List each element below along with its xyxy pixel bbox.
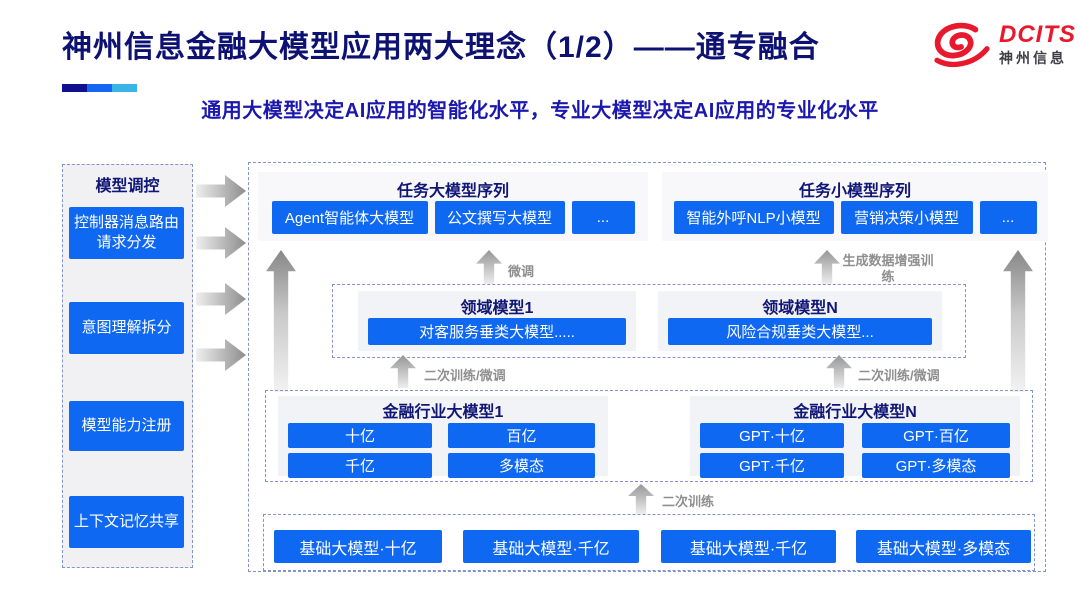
logo-brand-text: DCITS <box>999 21 1076 49</box>
domain-model-container <box>332 284 966 358</box>
model-control-title: 模型调控 <box>95 178 160 195</box>
control-item-capability-register: 模型能力注册 <box>69 401 184 451</box>
industry-model-container <box>265 390 1033 482</box>
control-item-intent-split: 意图理解拆分 <box>69 302 184 354</box>
model-multimodal: 多模态 <box>448 453 595 478</box>
control-item-message-routing: 控制器消息路由请求分发 <box>69 207 184 259</box>
model-customer-service-vertical: 对客服务垂类大模型..... <box>368 318 626 345</box>
domain-model-n-group: 领域模型N 风险合规垂类大模型... <box>658 291 942 351</box>
base-model-multimodal: 基础大模型·多模态 <box>856 530 1031 563</box>
model-gpt-multimodal: GPT·多模态 <box>862 453 1010 478</box>
accent-bar-segment-navy <box>62 84 87 92</box>
control-flow-arrow-3 <box>196 283 246 315</box>
gen-data-label: 生成数据增强训练 <box>842 253 934 285</box>
model-nlp-outbound: 智能外呼NLP小模型 <box>673 201 834 234</box>
industry-model-n-title: 金融行业大模型N <box>793 404 917 421</box>
model-gpt-1b: GPT·十亿 <box>700 423 844 448</box>
retrain-label: 二次训练 <box>662 494 715 509</box>
industry-model-1-group: 金融行业大模型1 十亿 百亿 千亿 多模态 <box>278 396 608 478</box>
industry-model-n-group: 金融行业大模型N GPT·十亿 GPT·百亿 GPT·千亿 GPT·多模态 <box>690 396 1020 478</box>
control-flow-arrow-4 <box>196 339 246 371</box>
logo-brand-cn-text: 神州信息 <box>999 49 1067 66</box>
task-large-model-group: 任务大模型序列 Agent智能体大模型 公文撰写大模型 ... <box>258 172 648 241</box>
control-flow-arrow-1 <box>196 175 246 207</box>
model-scale-1b: 十亿 <box>288 423 432 448</box>
control-flow-arrow-2 <box>196 227 246 259</box>
accent-bar-segment-blue <box>87 84 112 92</box>
model-control-panel: 模型调控 控制器消息路由请求分发 意图理解拆分 模型能力注册 上下文记忆共享 <box>62 164 193 568</box>
task-small-model-group: 任务小模型序列 智能外呼NLP小模型 营销决策小模型 ... <box>662 172 1048 241</box>
dcits-logo: DCITS 神州信息 <box>931 20 1076 68</box>
model-risk-compliance-vertical: 风险合规垂类大模型... <box>668 318 932 345</box>
title-accent-bar <box>62 84 137 92</box>
model-document-writing: 公文撰写大模型 <box>434 201 565 234</box>
task-small-title: 任务小模型序列 <box>798 183 911 200</box>
base-model-100b-2: 基础大模型·千亿 <box>661 530 836 563</box>
task-large-title: 任务大模型序列 <box>396 183 509 200</box>
model-gpt-100b: GPT·千亿 <box>700 453 844 478</box>
page-subtitle: 通用大模型决定AI应用的智能化水平，专业大模型决定AI应用的专业化水平 <box>201 100 879 122</box>
base-model-100b-1: 基础大模型·千亿 <box>463 530 639 563</box>
model-scale-100b: 千亿 <box>288 453 432 478</box>
dcits-swirl-icon <box>934 22 990 67</box>
model-scale-10b: 百亿 <box>448 423 595 448</box>
model-small-ellipsis: ... <box>979 201 1037 234</box>
model-agent-large: Agent智能体大模型 <box>271 201 428 234</box>
retrain-ft-left-label: 二次训练/微调 <box>424 368 506 383</box>
control-item-context-memory: 上下文记忆共享 <box>69 496 184 548</box>
retrain-ft-right-label: 二次训练/微调 <box>858 368 940 383</box>
model-gpt-10b: GPT·百亿 <box>862 423 1010 448</box>
main-diagram-container <box>248 162 1046 572</box>
accent-bar-segment-cyan <box>112 84 137 92</box>
domain-model-1-title: 领域模型1 <box>460 300 534 317</box>
fine-tune-label: 微调 <box>508 264 535 279</box>
domain-model-n-title: 领域模型N <box>762 300 838 317</box>
model-marketing-decision: 营销决策小模型 <box>840 201 973 234</box>
base-model-1b: 基础大模型·十亿 <box>274 530 442 563</box>
page-title: 神州信息金融大模型应用两大理念（1/2）——通专融合 <box>62 31 820 64</box>
model-large-ellipsis: ... <box>571 201 635 234</box>
domain-model-1-group: 领域模型1 对客服务垂类大模型..... <box>358 291 636 351</box>
industry-model-1-title: 金融行业大模型1 <box>382 404 504 421</box>
base-model-container: 基础大模型·十亿 基础大模型·千亿 基础大模型·千亿 基础大模型·多模态 <box>263 514 1035 571</box>
